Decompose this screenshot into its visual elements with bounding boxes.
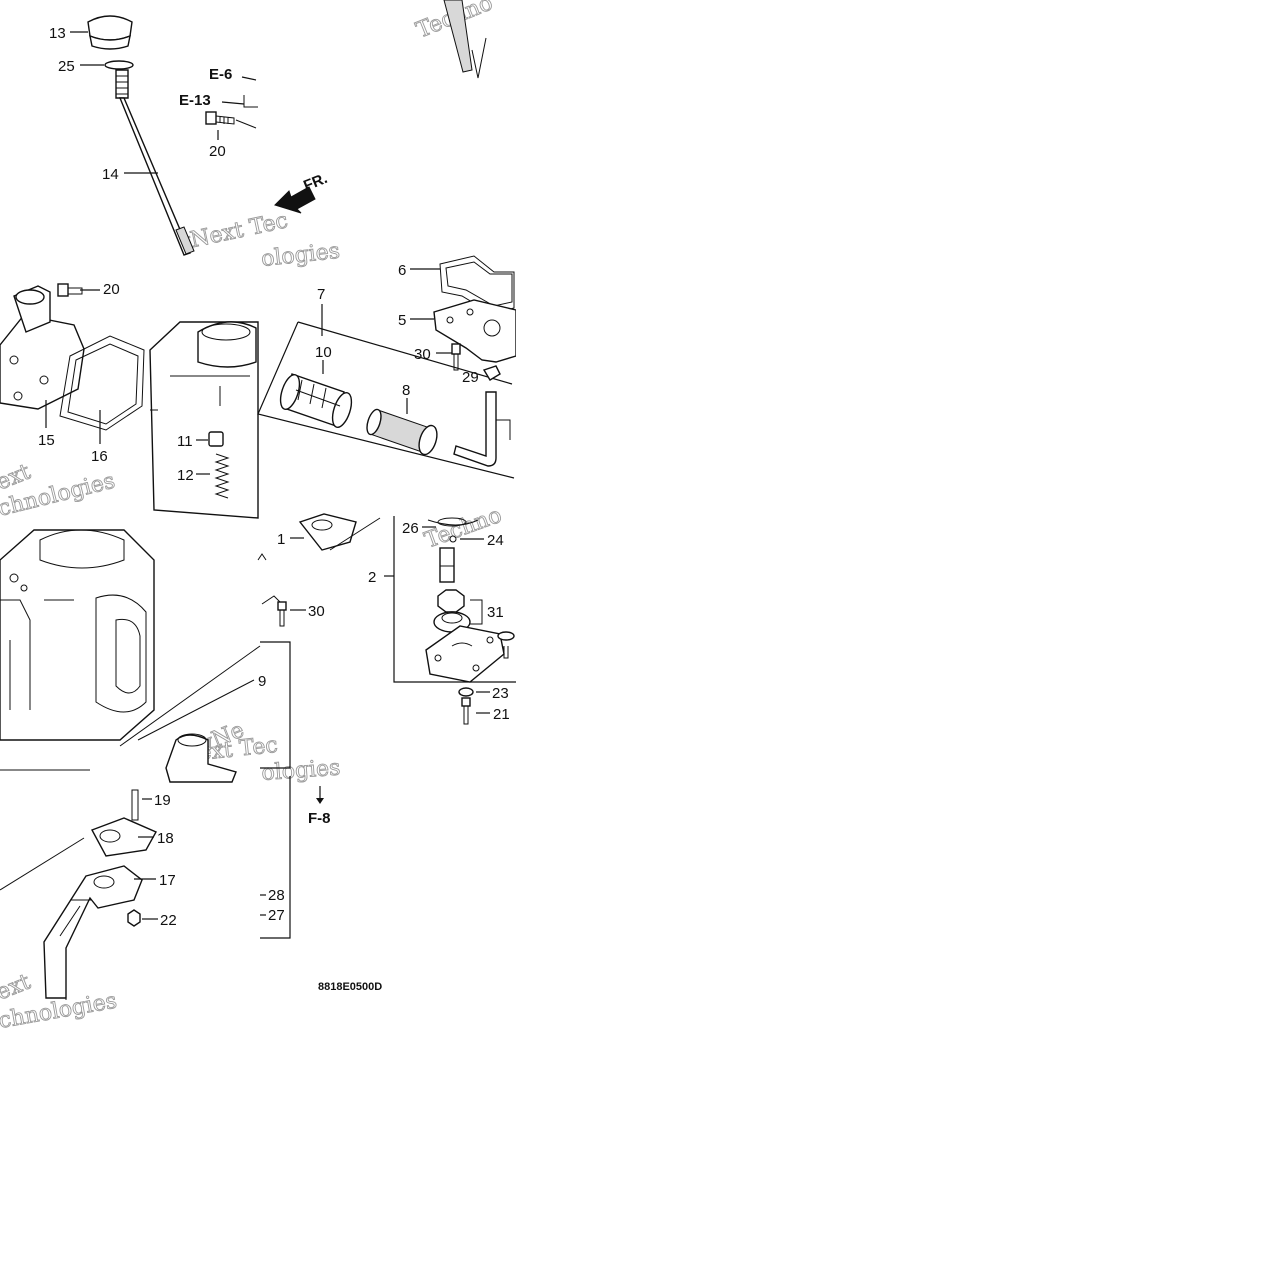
callout-24: 24 (487, 532, 504, 549)
callout-16: 16 (91, 448, 108, 465)
dipstick-tip-part (443, 0, 487, 79)
callout-5: 5 (398, 312, 406, 329)
nut-part (127, 909, 141, 927)
strainer-box-outline (257, 321, 515, 479)
callout-13: 13 (49, 25, 66, 42)
reference-e13: E-13 (179, 92, 211, 109)
callout-11: 11 (177, 433, 193, 450)
pipe-gasket-part (91, 817, 157, 857)
spring-part (214, 453, 230, 499)
oil-filler-cap-part (87, 15, 134, 70)
bolt-part (461, 697, 471, 725)
callout-31: 31 (487, 604, 504, 621)
oil-pump-housing-part (165, 733, 237, 783)
callout-2: 2 (368, 569, 376, 586)
oil-pipe-elbow-part (43, 865, 143, 1000)
reference-f8: F-8 (308, 810, 331, 827)
clip-part (482, 365, 501, 381)
callout-19: 19 (154, 792, 171, 809)
upper-gasket-part (439, 255, 515, 315)
watermark: ologies (260, 239, 341, 272)
pump-cover-part (425, 625, 505, 683)
callout-20: 20 (103, 281, 120, 298)
callout-18: 18 (157, 830, 174, 847)
callout-6: 6 (398, 262, 406, 279)
watermark: ologies (261, 756, 342, 786)
front-arrow-icon (274, 186, 316, 214)
oil-case-part (149, 321, 259, 519)
callout-17: 17 (159, 872, 176, 889)
drawing-code: 8818E0500D (318, 981, 382, 993)
stud-bolt-part (131, 789, 139, 821)
washer-part (497, 631, 515, 659)
oil-pipe-part (453, 391, 511, 467)
callout-29: 29 (462, 369, 479, 386)
callout-8: 8 (402, 382, 410, 399)
callout-30: 30 (414, 346, 431, 363)
callout-1: 1 (277, 531, 285, 548)
strainer-cage-part (279, 373, 353, 428)
oil-filter-screen-part (366, 408, 438, 456)
callout-7: 7 (317, 286, 325, 303)
front-marker: FR. (301, 170, 330, 195)
breather-cover-part (0, 285, 85, 410)
callout-21: 21 (493, 706, 510, 723)
callout-22: 22 (160, 912, 177, 929)
cover-plate-part (433, 299, 517, 363)
pump-rotor-part (433, 589, 471, 633)
rotor-gasket-part (427, 517, 479, 527)
reference-e6: E-6 (209, 66, 232, 83)
bolt-part (451, 343, 461, 371)
callout-12: 12 (177, 467, 194, 484)
callout-25: 25 (58, 58, 75, 75)
blank-area (0, 1040, 516, 1285)
callout-15: 15 (38, 432, 55, 449)
bolt-part (205, 111, 235, 125)
callout-20: 20 (209, 143, 226, 160)
crankcase-part (0, 529, 261, 771)
plug-part (208, 431, 224, 447)
bolt-part (277, 601, 287, 627)
bolt-part (57, 283, 83, 297)
pump-shaft-part (439, 547, 455, 583)
watermark: ext (0, 969, 34, 1005)
blank-area (516, 0, 1285, 1285)
dipstick-part (115, 69, 195, 256)
callout-30: 30 (308, 603, 325, 620)
callout-26: 26 (402, 520, 419, 537)
gasket-part (59, 335, 145, 431)
callout-10: 10 (315, 344, 332, 361)
callout-23: 23 (492, 685, 509, 702)
callout-27: 27 (268, 907, 285, 924)
pump-gasket-part (298, 513, 357, 551)
callout-28: 28 (268, 887, 285, 904)
callout-14: 14 (102, 166, 119, 183)
callout-9: 9 (258, 673, 266, 690)
